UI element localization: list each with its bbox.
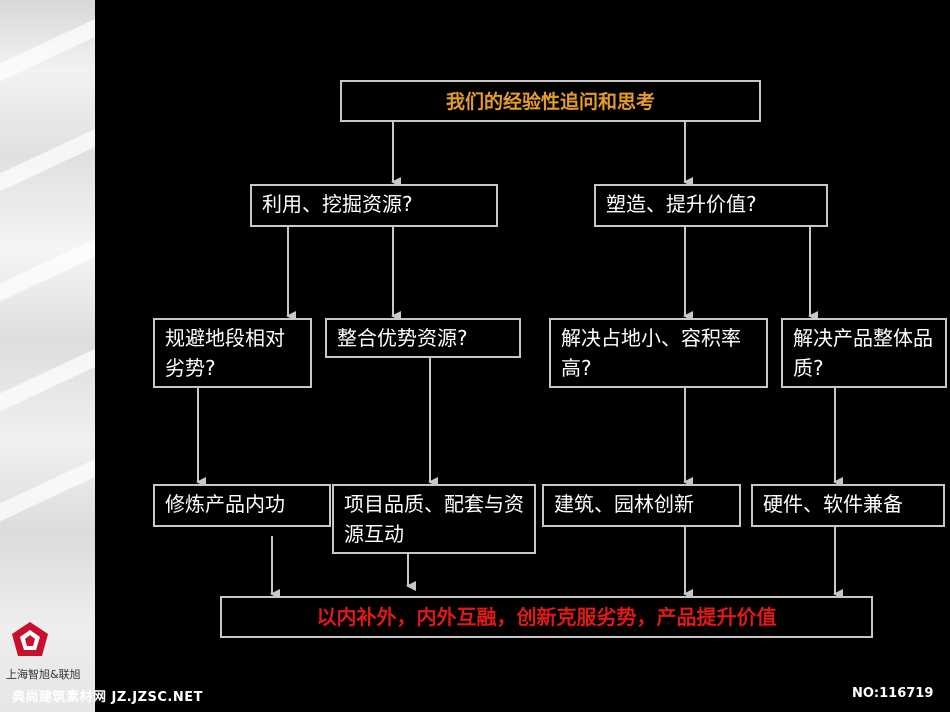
footer-number: NO:116719 xyxy=(852,686,934,701)
node-hardware-software: 硬件、软件兼备 xyxy=(751,484,945,527)
footer-watermark: 典尚建筑素材网 JZ.JZSC.NET xyxy=(12,690,203,705)
title-box: 我们的经验性追问和思考 xyxy=(340,80,761,122)
node-product-refinement: 修炼产品内功 xyxy=(153,484,331,527)
conclusion-box: 以内补外，内外互融，创新克服劣势，产品提升价值 xyxy=(220,596,873,638)
logo-icon xyxy=(12,622,48,656)
node-quality-resource-interaction: 项目品质、配套与资源互动 xyxy=(332,484,536,554)
node-avoid-location-disadvantage: 规避地段相对劣势? xyxy=(153,318,312,388)
node-overall-quality: 解决产品整体品质? xyxy=(781,318,947,388)
node-utilize-resources: 利用、挖掘资源? xyxy=(250,184,498,227)
sidebar-panel: 上海智旭&联旭 xyxy=(0,0,95,712)
node-integrate-resources: 整合优势资源? xyxy=(325,318,521,358)
logo-text: 上海智旭&联旭 xyxy=(6,668,81,681)
node-shape-value: 塑造、提升价值? xyxy=(594,184,828,227)
node-architecture-innovation: 建筑、园林创新 xyxy=(542,484,741,527)
node-small-site-high-far: 解决占地小、容积率高? xyxy=(549,318,768,388)
